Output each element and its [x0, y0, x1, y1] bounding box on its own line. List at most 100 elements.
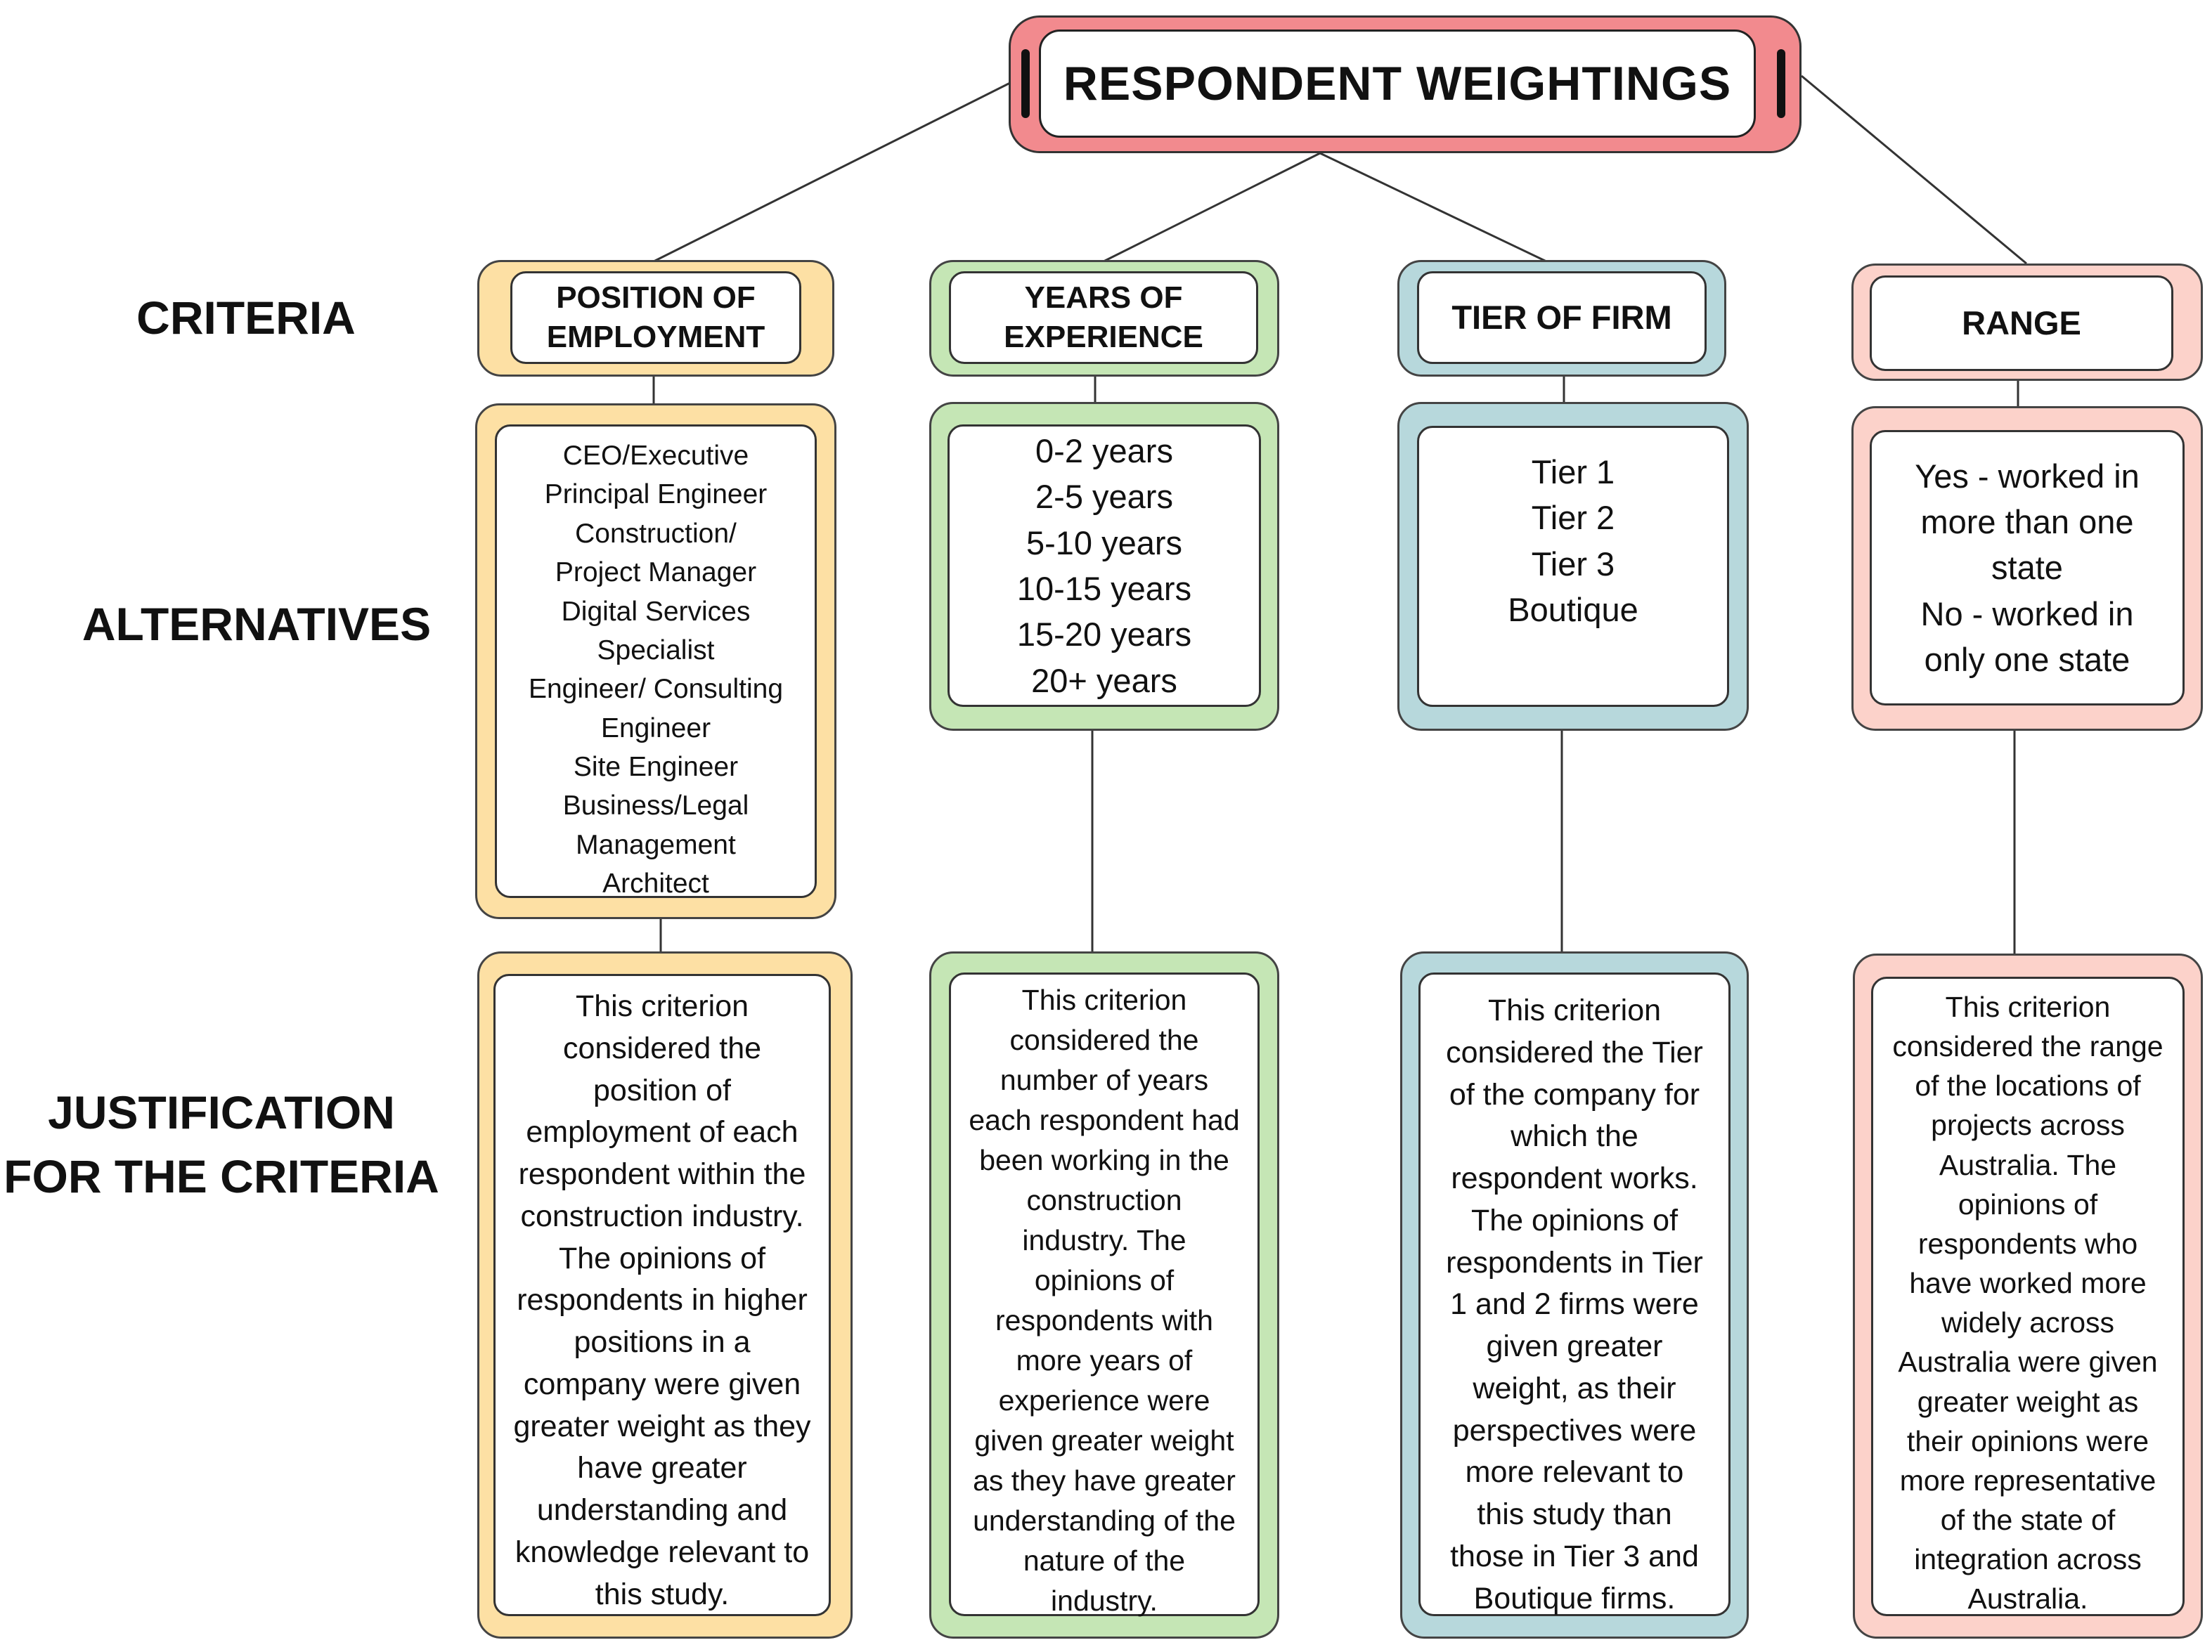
alternative-item: Specialist — [597, 635, 715, 665]
alternative-item: state — [1991, 549, 2063, 587]
justification-line: experience were — [998, 1384, 1210, 1417]
justification-line: considered the range — [1892, 1030, 2164, 1063]
justification-line: employment of each — [526, 1115, 798, 1150]
alternative-item: 5-10 years — [1026, 523, 1183, 561]
justification-line: given greater weight — [974, 1424, 1234, 1457]
justification-line: Boutique firms. — [1473, 1581, 1676, 1615]
justification-line: respondents who — [1917, 1227, 2138, 1260]
justification-line: The opinions of — [1470, 1203, 1679, 1237]
justification-line: The opinions of — [558, 1241, 766, 1275]
justification-line: those in Tier 3 and — [1450, 1539, 1699, 1573]
justification-line: company were given — [523, 1367, 801, 1401]
alternative-item: Principal Engineer — [544, 479, 768, 510]
alternative-item: CEO/Executive — [562, 441, 749, 471]
justification-line: this study. — [595, 1577, 730, 1611]
alternative-item: Tier 1 — [1531, 453, 1615, 490]
justification-line: have worked more — [1909, 1267, 2147, 1300]
row-label-justification: JUSTIFICATION FOR THE CRITERIA — [0, 1081, 443, 1209]
alternative-item: Construction/ — [575, 518, 737, 549]
justification-line: respondents in Tier — [1446, 1245, 1703, 1280]
justification-line: Australia were given — [1898, 1346, 2158, 1379]
justification-line: number of years — [1000, 1063, 1209, 1096]
title-right-bar — [1777, 49, 1785, 118]
alternative-item: Tier 3 — [1531, 545, 1615, 583]
justification-line: industry. The — [1022, 1223, 1186, 1256]
row-label-alternatives: ALTERNATIVES — [82, 598, 432, 650]
justification-line: greater weight as they — [513, 1409, 811, 1443]
criterion-line: EXPERIENCE — [1004, 320, 1203, 354]
justification-line: respondent within the — [518, 1157, 806, 1192]
criterion-label-range: RANGE — [1870, 275, 2173, 371]
alternative-item: Business/Legal — [562, 791, 749, 821]
justification-text-experience: This criterion considered the number of … — [949, 973, 1260, 1617]
alternative-item: Engineer — [600, 713, 711, 743]
justification-line: Australia. — [1967, 1582, 2088, 1615]
justification-line: understanding and — [536, 1493, 788, 1528]
row-label-justification-line: FOR THE CRITERIA — [4, 1150, 439, 1203]
alternatives-list-position: CEO/Executive Principal Engineer Constru… — [495, 424, 817, 899]
criterion-line: EMPLOYMENT — [546, 320, 765, 354]
justification-line: considered the Tier — [1446, 1035, 1703, 1069]
justification-line: industry. — [1051, 1584, 1158, 1617]
justification-text-tier: This criterion considered the Tier of th… — [1418, 973, 1731, 1616]
justification-line: respondents in higher — [517, 1283, 808, 1318]
alternatives-list-range: Yes - worked in more than one state No -… — [1870, 430, 2185, 705]
justification-text-range: This criterion considered the range of t… — [1871, 977, 2185, 1616]
alternative-item: Project Manager — [555, 557, 757, 588]
criterion-label-position: POSITION OF EMPLOYMENT — [510, 271, 801, 364]
justification-line: been working in the — [979, 1143, 1229, 1176]
alternatives-list-experience: 0-2 years 2-5 years 5-10 years 10-15 yea… — [947, 424, 1261, 707]
justification-line: construction industry. — [520, 1199, 804, 1233]
row-label-justification-line: JUSTIFICATION — [48, 1086, 395, 1138]
justification-line: perspectives were — [1452, 1413, 1697, 1448]
justification-line: understanding of the — [973, 1504, 1236, 1537]
justification-line: weight, as their — [1473, 1371, 1676, 1405]
justification-line: each respondent had — [969, 1103, 1240, 1136]
justification-line: considered the — [1009, 1023, 1199, 1056]
alternative-item: Engineer/ Consulting — [528, 674, 784, 705]
justification-line: more representative — [1899, 1464, 2156, 1497]
justification-line: nature of the — [1023, 1544, 1186, 1577]
justification-line: as they have greater — [973, 1464, 1236, 1497]
connector-title-range — [1801, 74, 2027, 265]
connector-title-experience — [1103, 152, 1321, 263]
diagram-title: RESPONDENT WEIGHTINGS — [1039, 30, 1756, 138]
justification-line: This criterion — [1487, 994, 1662, 1027]
justification-line: more relevant to — [1465, 1455, 1684, 1490]
alternative-item: No - worked in — [1920, 594, 2134, 632]
justification-line: integration across — [1914, 1543, 2142, 1576]
justification-line: Australia. The — [1939, 1148, 2117, 1181]
justification-line: have greater — [577, 1451, 747, 1485]
justification-text-position: This criterion considered the position o… — [493, 974, 831, 1616]
justification-line: given greater — [1486, 1329, 1663, 1364]
alternative-item: more than one — [1920, 503, 2134, 540]
alternative-item: 15-20 years — [1016, 616, 1192, 653]
justification-line: This criterion — [1021, 984, 1187, 1016]
title-left-bar — [1021, 49, 1030, 118]
justification-line: This criterion — [575, 989, 749, 1023]
alternatives-list-tier: Tier 1 Tier 2 Tier 3 Boutique — [1417, 426, 1729, 707]
alternative-item: 2-5 years — [1035, 478, 1173, 516]
justification-line: knowledge relevant to — [515, 1535, 810, 1569]
justification-line: This criterion — [1945, 991, 2111, 1023]
criterion-label-tier: TIER OF FIRM — [1417, 271, 1707, 364]
alternative-item: only one state — [1924, 640, 2130, 678]
alternative-item: Site Engineer — [573, 752, 739, 782]
criterion-label-experience: YEARS OF EXPERIENCE — [949, 271, 1258, 364]
justification-line: positions in a — [574, 1325, 751, 1360]
justification-line: more years of — [1016, 1344, 1193, 1377]
alternative-item: Architect — [602, 869, 709, 899]
justification-line: construction — [1026, 1183, 1182, 1216]
justification-line: opinions of — [1958, 1188, 2098, 1221]
alternative-item: 0-2 years — [1035, 432, 1173, 470]
alternative-item: Yes - worked in — [1915, 457, 2140, 495]
justification-line: respondent works. — [1451, 1162, 1698, 1196]
alternative-item: Digital Services — [561, 596, 751, 627]
alternative-item: Tier 2 — [1531, 499, 1615, 537]
criterion-line: TIER OF FIRM — [1451, 298, 1672, 336]
justification-line: considered the — [562, 1031, 762, 1065]
justification-line: of the state of — [1940, 1504, 2116, 1537]
connector-title-tier — [1319, 152, 1547, 263]
justification-line: widely across — [1941, 1306, 2115, 1339]
